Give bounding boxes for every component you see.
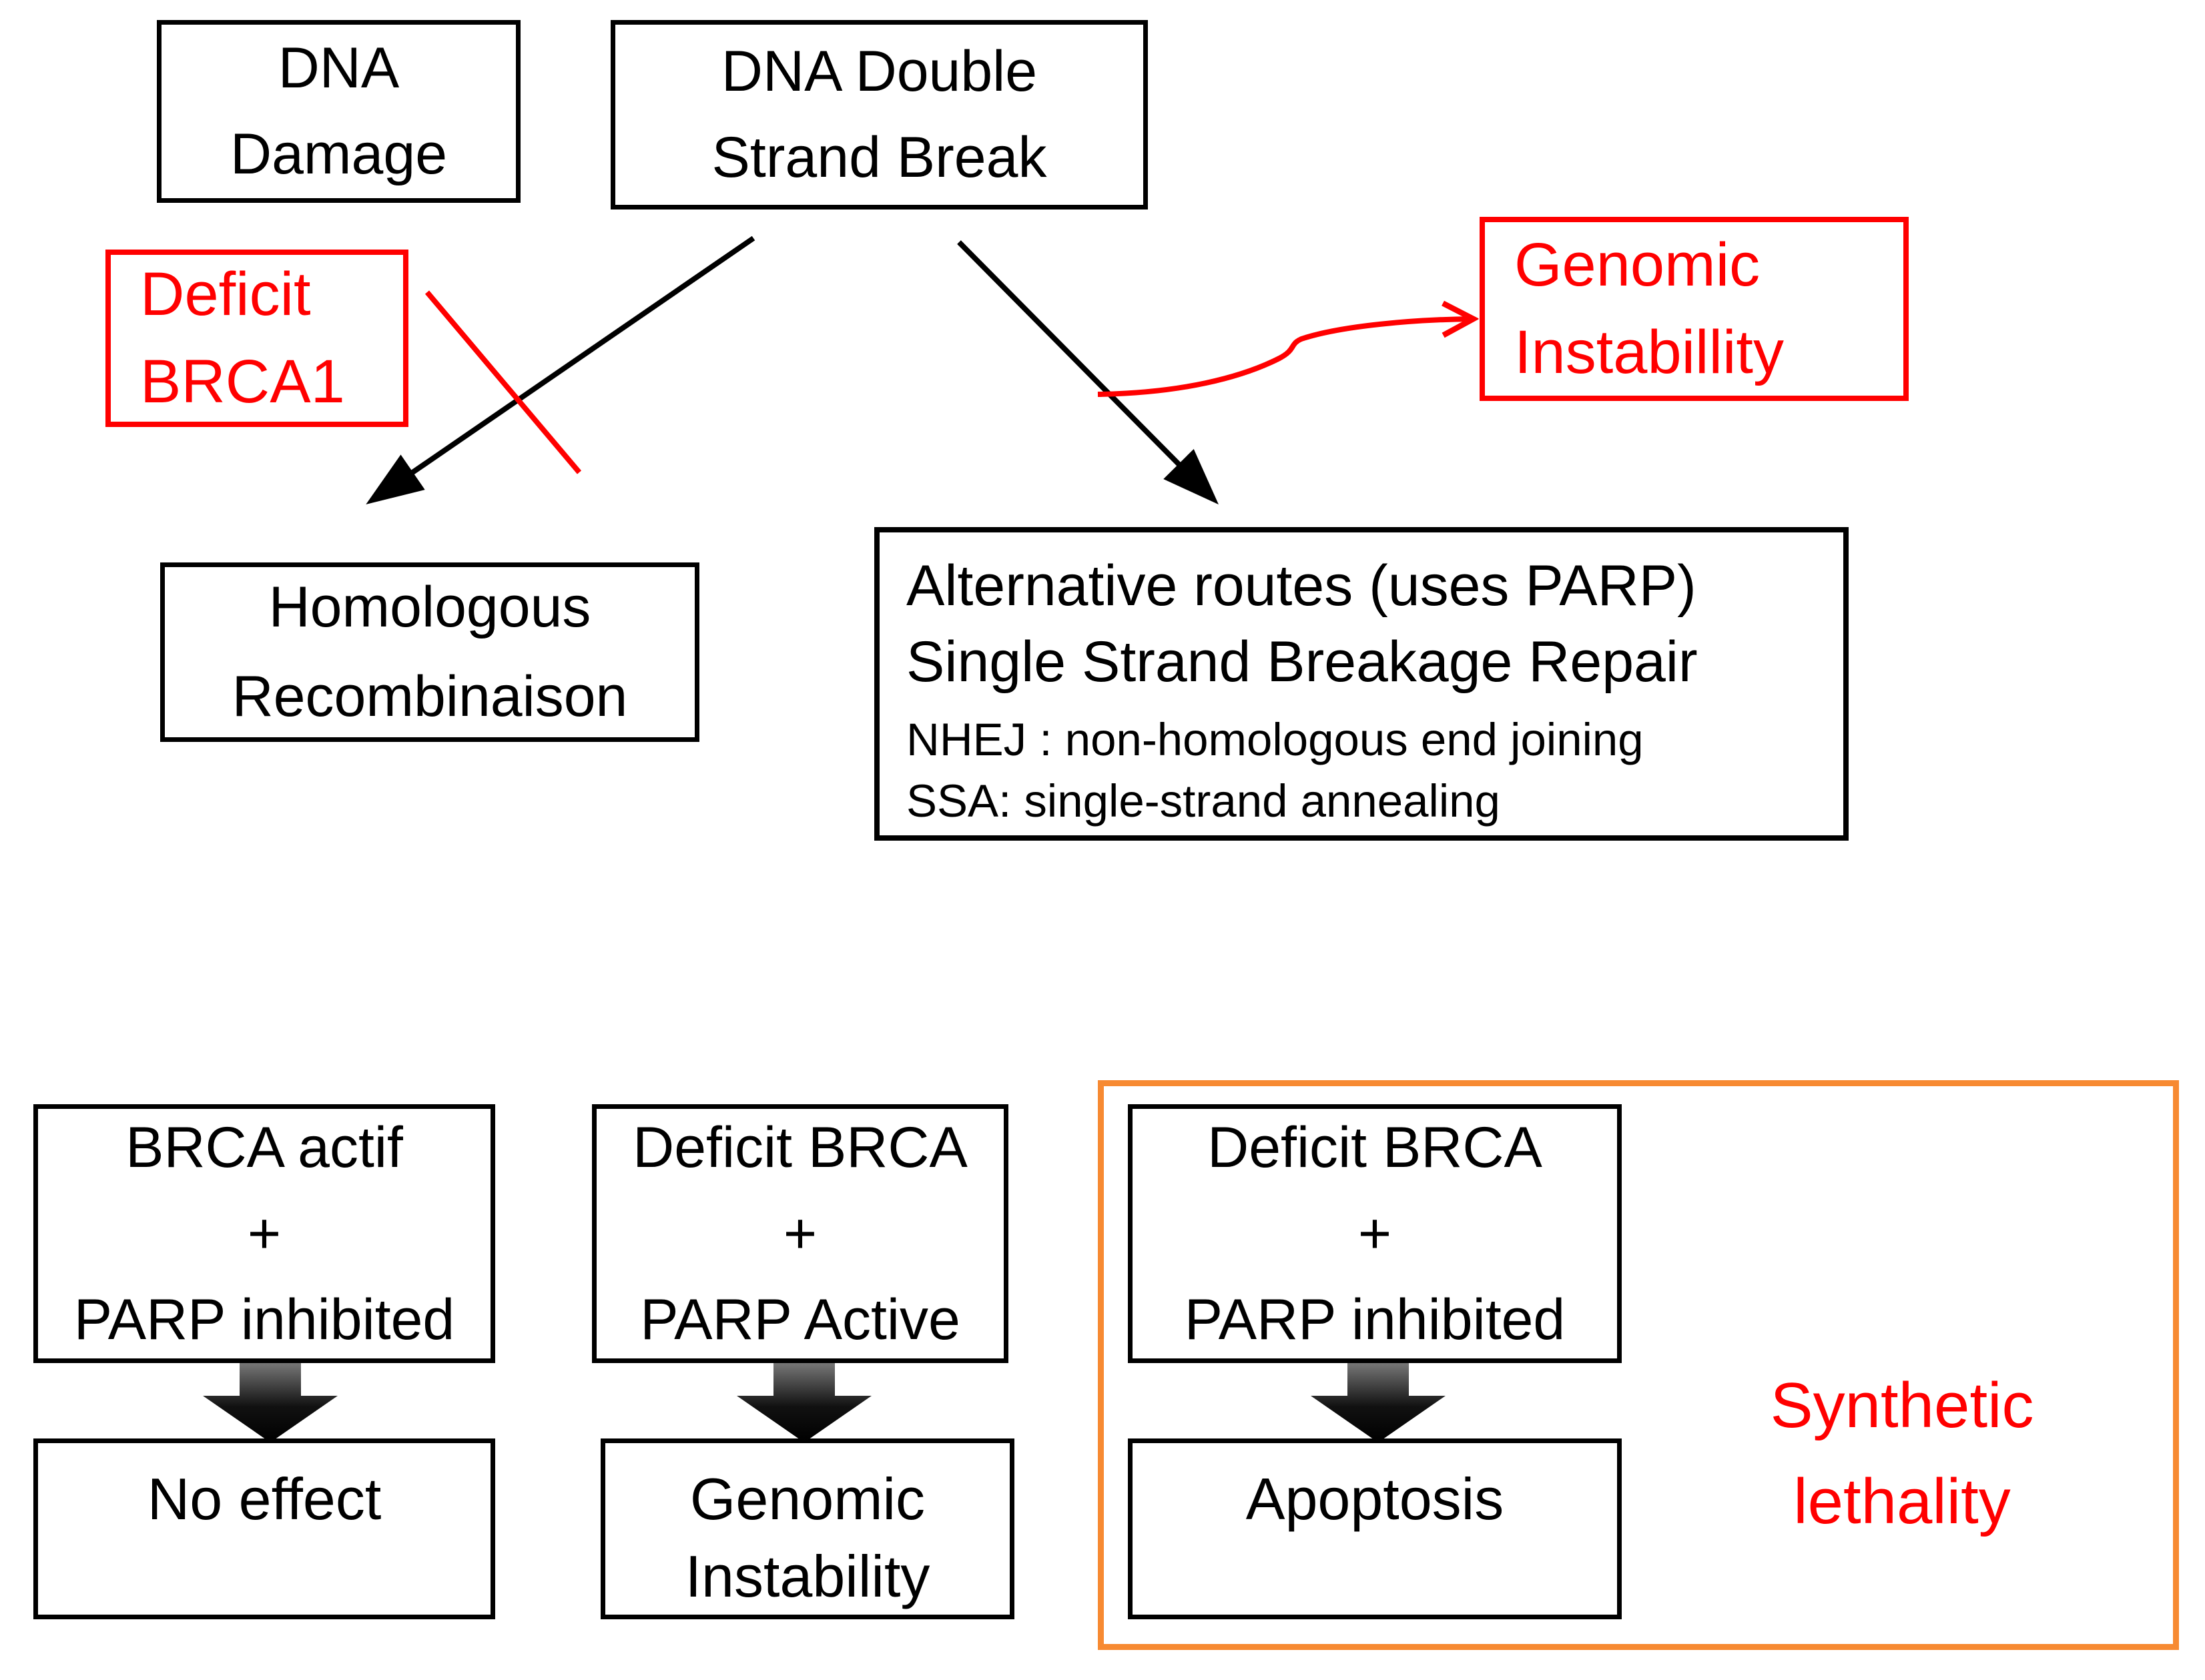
scenario1-cause-line1: BRCA actif: [125, 1115, 403, 1180]
plus-sign: +: [1357, 1201, 1392, 1266]
dna-damage-line1: DNA: [278, 36, 400, 100]
scenario2-effect-line1: Genomic: [689, 1466, 926, 1532]
dsb-line1: DNA Double: [721, 39, 1038, 103]
scenario3-cause-line1: Deficit BRCA: [1207, 1115, 1542, 1180]
scenario3-effect-line1: Apoptosis: [1245, 1466, 1504, 1532]
homologous-recombination-box: Homologous Recombinaison: [160, 562, 699, 742]
scenario1-cause-box: BRCA actif + PARP inhibited: [33, 1104, 495, 1363]
scenario1-effect-box: No effect: [33, 1438, 495, 1619]
scenario2-cause-line3: PARP Active: [640, 1287, 960, 1352]
dsb-line2: Strand Break: [711, 125, 1047, 189]
homologous-line1: Homologous: [268, 575, 591, 640]
dna-damage-box: DNA Damage: [157, 20, 521, 203]
deficit-brca1-line1: Deficit: [140, 260, 311, 329]
alternative-main-line2: Single Strand Breakage Repair: [906, 629, 1698, 694]
homologous-line2: Recombinaison: [232, 664, 628, 729]
arrow-dsb-to-homologous: [366, 236, 755, 505]
scenario2-effect-line2: Instability: [685, 1543, 930, 1610]
block-arrow-scenario2: [737, 1363, 872, 1442]
scenario1-effect-line1: No effect: [147, 1466, 382, 1532]
plus-sign: +: [783, 1201, 818, 1266]
scenario3-cause-box: Deficit BRCA + PARP inhibited: [1128, 1104, 1622, 1363]
brca1-block-strike-line: [424, 290, 582, 474]
alternative-sub-line1: NHEJ : non-homologous end joining: [906, 714, 1644, 766]
dna-double-strand-break-box: DNA Double Strand Break: [611, 20, 1148, 209]
scenario2-cause-box: Deficit BRCA + PARP Active: [592, 1104, 1008, 1363]
scenario3-cause-line3: PARP inhibited: [1184, 1287, 1566, 1352]
block-arrow-scenario1: [203, 1363, 338, 1442]
scenario2-effect-box: Genomic Instability: [601, 1438, 1014, 1619]
deficit-brca1-line2: BRCA1: [140, 348, 345, 416]
curved-arrow-to-genomic-instability: [1097, 319, 1472, 397]
alternative-sub-line2: SSA: single-strand annealing: [906, 775, 1500, 827]
genomic-instability-box: Genomic Instabillity: [1480, 217, 1909, 401]
genomic-instability-line2: Instabillity: [1514, 318, 1784, 386]
scenario3-effect-box: Apoptosis: [1128, 1438, 1622, 1619]
plus-sign: +: [247, 1201, 282, 1266]
dna-damage-line2: Damage: [230, 122, 448, 186]
alternative-routes-box: Alternative routes (uses PARP) Single St…: [874, 527, 1849, 841]
arrow-dsb-to-alternative: [957, 240, 1219, 505]
scenario1-cause-line3: PARP inhibited: [73, 1287, 455, 1352]
deficit-brca1-box: Deficit BRCA1: [105, 250, 408, 427]
synthetic-lethality-line2: lethality: [1793, 1466, 2011, 1537]
scenario2-cause-line1: Deficit BRCA: [633, 1115, 968, 1180]
synthetic-lethality-line1: Synthetic: [1770, 1370, 2034, 1441]
genomic-instability-line1: Genomic: [1514, 231, 1761, 300]
synthetic-lethality-label: Synthetic lethality: [1648, 1358, 2156, 1550]
synthetic-lethality-frame: [1098, 1080, 2179, 1650]
alternative-main-line1: Alternative routes (uses PARP): [906, 554, 1696, 618]
